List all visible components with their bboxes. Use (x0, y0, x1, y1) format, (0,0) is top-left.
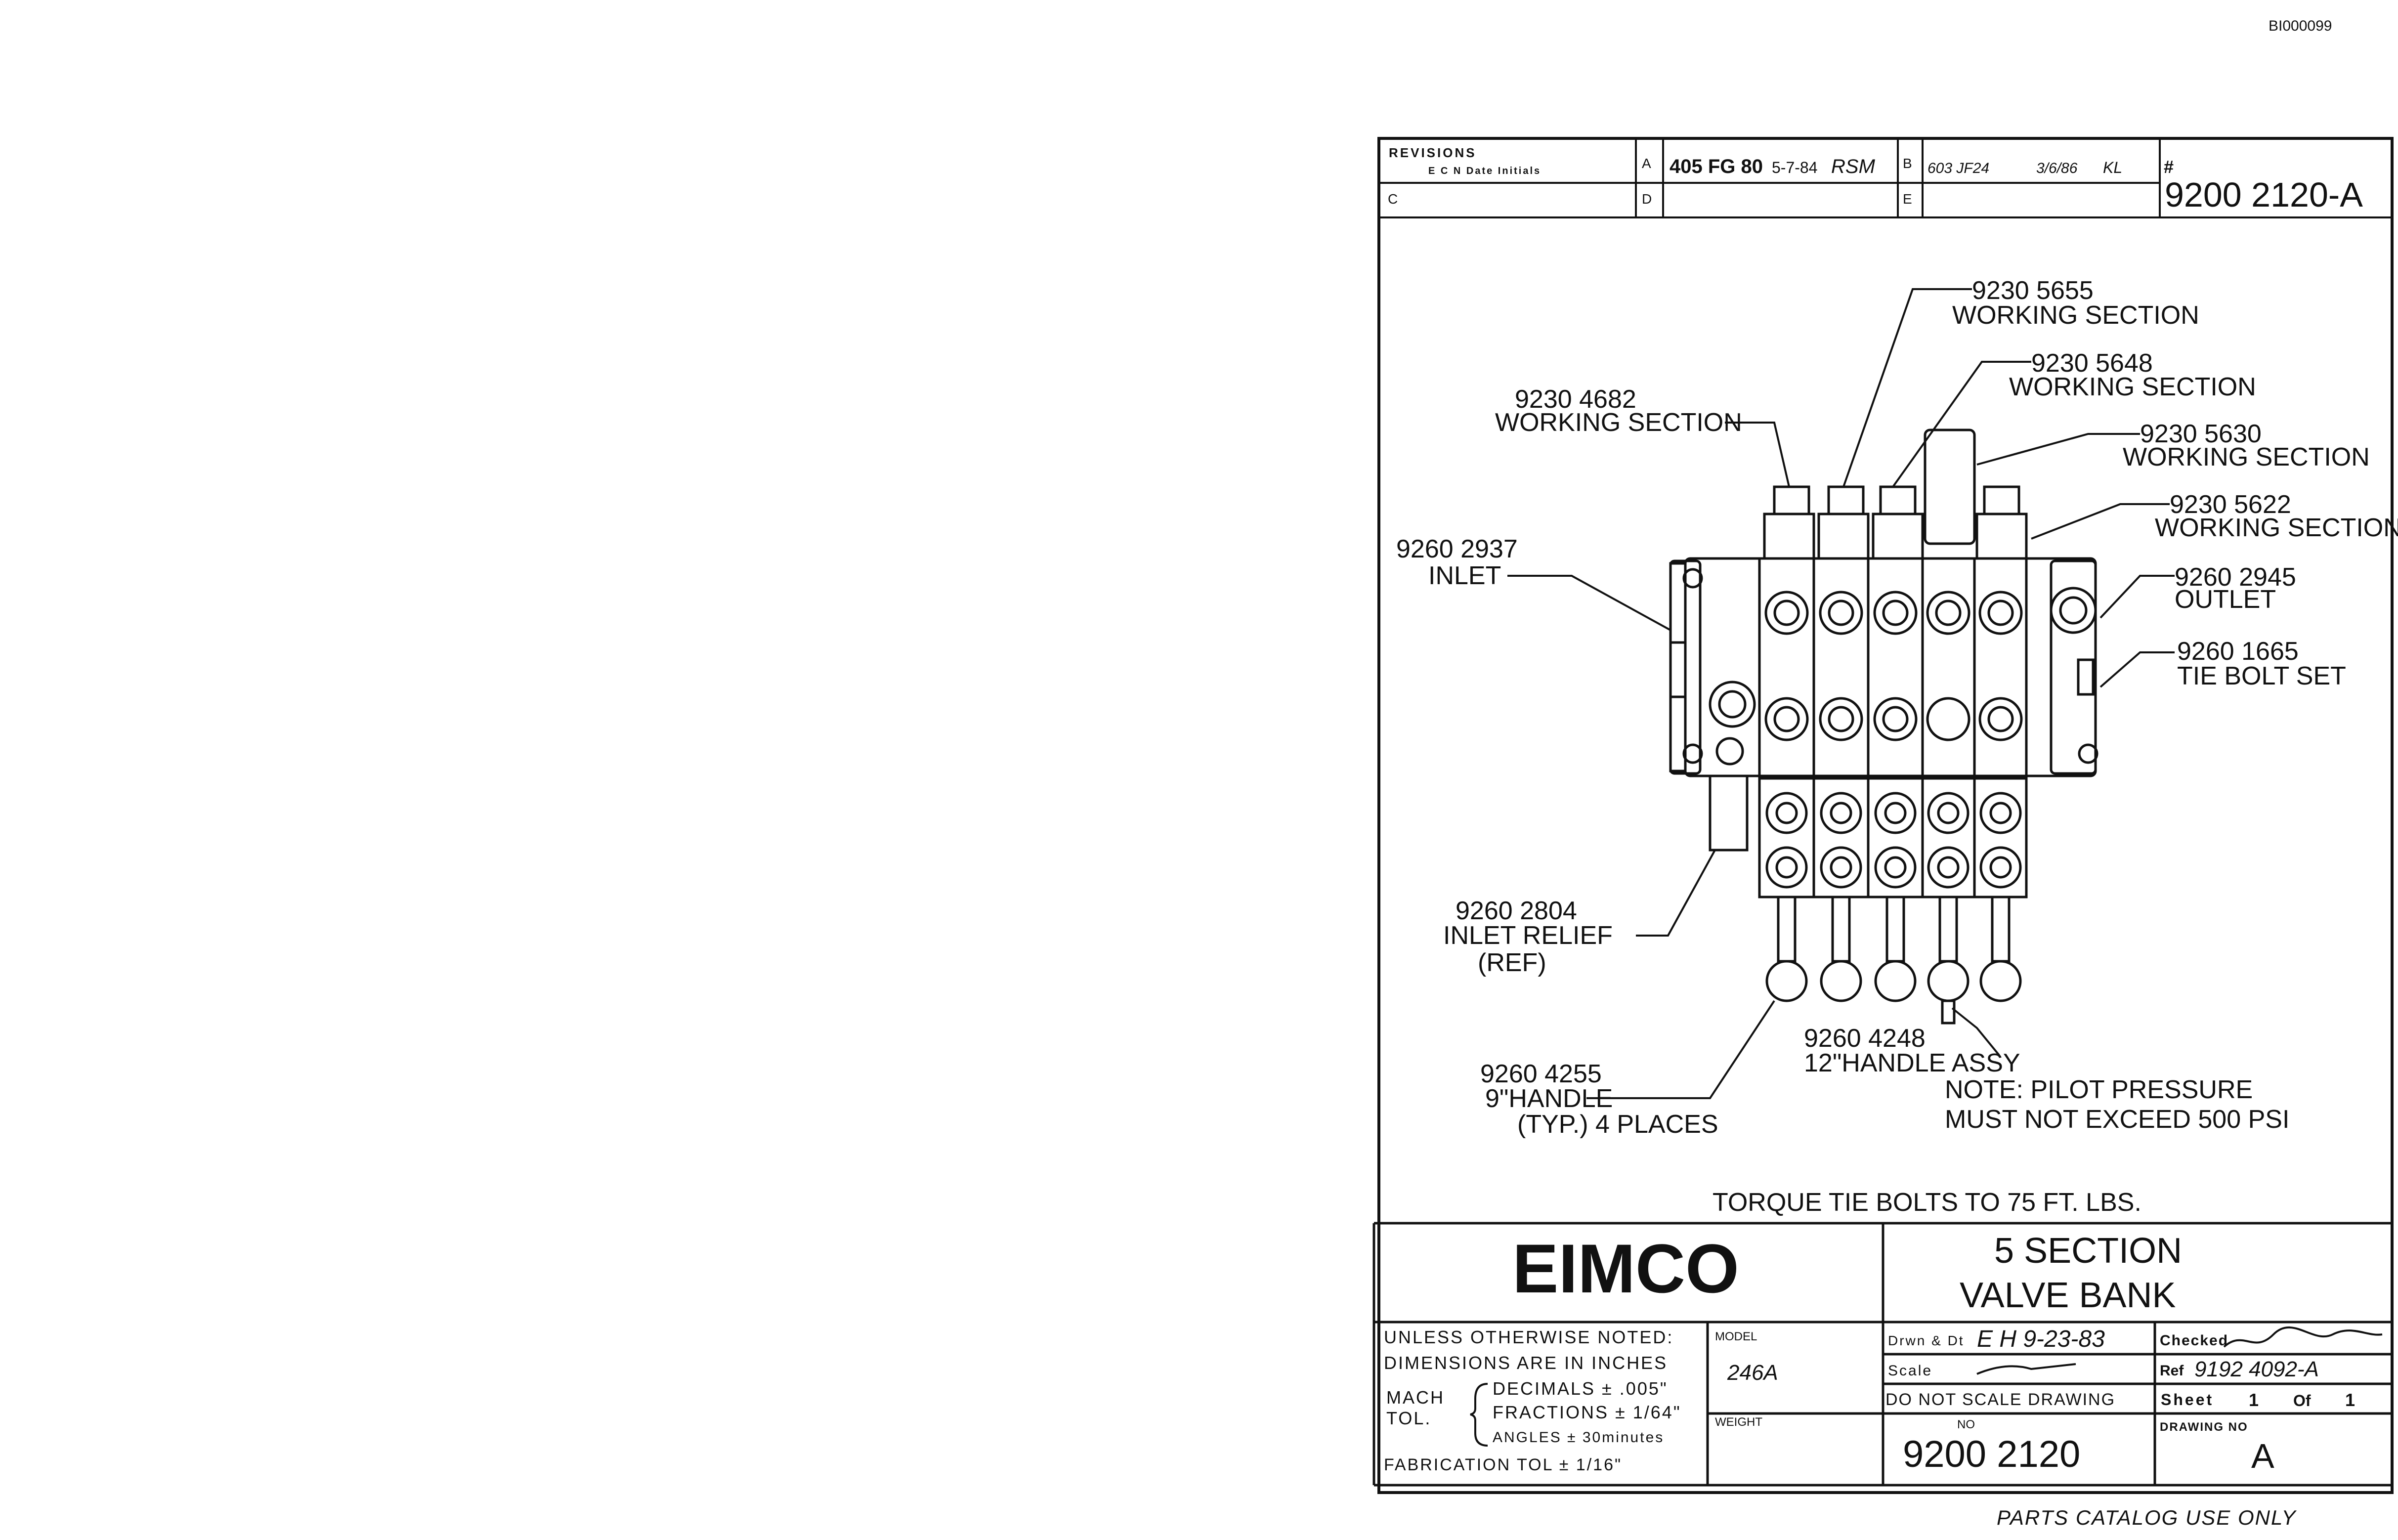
rev-a-initials: RSM (1831, 156, 1876, 177)
title-block (1372, 1222, 2392, 1487)
drawing-title-line-2: VALVE BANK (1960, 1276, 2176, 1315)
rev-c-letter: C (1388, 191, 1398, 207)
callout-relief-number: 9260 2804 (1456, 897, 1577, 925)
callout-handle9-desc: 9"HANDLE (1485, 1084, 1613, 1113)
drawing-revision: A (2251, 1437, 2274, 1475)
callout-inlet-desc: INLET (1428, 561, 1501, 590)
tolerance-decimals: DECIMALS ± .005" (1493, 1378, 1668, 1399)
scale-mark (1976, 1363, 2076, 1375)
model-label: MODEL (1715, 1330, 1757, 1343)
number-label: NO (1957, 1418, 1975, 1431)
part-number: 9200 2120-A (2165, 175, 2363, 214)
tolerance-brace (1470, 1383, 1488, 1447)
document-id: BI000099 (2269, 18, 2332, 34)
callout-tiebolt-number: 9260 1665 (2177, 637, 2299, 666)
rev-b-letter: B (1903, 156, 1912, 171)
callout-handle12-number: 9260 4248 (1804, 1024, 1926, 1053)
ref-label: Ref (2160, 1363, 2184, 1379)
rev-d-letter: D (1642, 191, 1652, 207)
callout-ws-5655-number: 9230 5655 (1972, 276, 2094, 305)
callout-ws-5648-number: 9230 5648 (2031, 349, 2153, 378)
company-logo-eimco: EIMCO (1512, 1230, 1739, 1307)
callout-tiebolt-desc: TIE BOLT SET (2177, 662, 2346, 690)
drawing-frame (1377, 137, 2394, 1494)
checked-signature (2223, 1326, 2383, 1348)
callout-inlet-number: 9260 2937 (1396, 535, 1518, 563)
callout-ws-5630-desc: WORKING SECTION (2123, 443, 2370, 471)
callout-ws-5655-desc: WORKING SECTION (1952, 301, 2199, 330)
tolerance-fractions: FRACTIONS ± 1/64" (1493, 1402, 1681, 1422)
rev-e-letter: E (1903, 191, 1912, 207)
drawn-value: E H 9-23-83 (1977, 1326, 2105, 1352)
callout-outlet-desc: OUTLET (2175, 585, 2276, 614)
handles (1765, 896, 2022, 1025)
drawing-no-label: DRAWING NO (2160, 1420, 2248, 1434)
drawing-title-line-1: 5 SECTION (1994, 1231, 2182, 1271)
ref-value: 9192 4092-A (2194, 1357, 2319, 1381)
drawing-number: 9200 2120 (1903, 1433, 2080, 1475)
revisions-subtitle: E C N Date Initials (1428, 166, 1541, 176)
weight-label: WEIGHT (1715, 1415, 1762, 1429)
model-value: 246A (1727, 1361, 1778, 1385)
revisions-block (1379, 138, 2392, 218)
note-line-2: MUST NOT EXCEED 500 PSI (1945, 1105, 2289, 1134)
callout-ws-5622-number: 9230 5622 (2170, 490, 2291, 519)
rev-b-initials: KL (2103, 159, 2122, 176)
note-line-1: NOTE: PILOT PRESSURE (1945, 1075, 2253, 1104)
sheet-value: 1 (2249, 1390, 2259, 1410)
tolerance-tol: TOL. (1386, 1408, 1431, 1428)
callout-outlet-number: 9260 2945 (2175, 563, 2296, 592)
sheet-label: Sheet (2161, 1391, 2214, 1409)
tolerance-mach: MACH (1386, 1387, 1445, 1408)
torque-note: TORQUE TIE BOLTS TO 75 FT. LBS. (1713, 1188, 2141, 1217)
drawn-label: Drwn & Dt (1888, 1333, 1965, 1348)
callout-relief-desc: INLET RELIEF (1443, 921, 1613, 950)
scale-label: Scale (1888, 1363, 1932, 1379)
callout-handle12-desc: 12"HANDLE ASSY (1804, 1049, 2020, 1077)
parts-catalog-note: PARTS CATALOG USE ONLY (1997, 1506, 2297, 1529)
callout-ws-5630-number: 9230 5630 (2140, 420, 2262, 448)
do-not-scale-drawing: DO NOT SCALE DRAWING (1885, 1390, 2115, 1409)
rev-b-ecn: 603 JF24 (1927, 160, 1989, 176)
callout-ws-5622-desc: WORKING SECTION (2155, 513, 2398, 542)
rev-b-date: 3/6/86 (2036, 160, 2078, 176)
rev-a-letter: A (1642, 156, 1651, 171)
sheet-of-label: Of (2293, 1392, 2311, 1410)
part-hash: # (2164, 157, 2174, 177)
callout-ws-4682-desc: WORKING SECTION (1495, 408, 1742, 437)
revisions-title: REVISIONS (1389, 145, 1477, 160)
tolerance-angles: ANGLES ± 30minutes (1493, 1429, 1664, 1446)
hex-nuts (1765, 792, 2022, 889)
callout-ws-5648-desc: WORKING SECTION (2009, 373, 2256, 401)
callout-handle9-typ: (TYP.) 4 PLACES (1517, 1110, 1718, 1139)
unless-noted-line-1: UNLESS OTHERWISE NOTED: (1384, 1327, 1673, 1347)
leader-lines (1507, 288, 2175, 1099)
unless-noted-line-2: DIMENSIONS ARE IN INCHES (1384, 1353, 1668, 1373)
callout-ws-4682-number: 9230 4682 (1515, 385, 1636, 414)
sheet-of-value: 1 (2345, 1390, 2355, 1410)
rev-a-date: 5-7-84 (1772, 159, 1818, 176)
valve-bank-illustration (1669, 428, 2098, 1025)
fabrication-tolerance: FABRICATION TOL ± 1/16" (1384, 1455, 1622, 1474)
checked-label: Checked (2160, 1332, 2228, 1349)
rev-a-ecn: 405 FG 80 (1670, 156, 1763, 177)
callout-handle9-number: 9260 4255 (1480, 1060, 1602, 1088)
callout-relief-ref: (REF) (1478, 948, 1546, 977)
